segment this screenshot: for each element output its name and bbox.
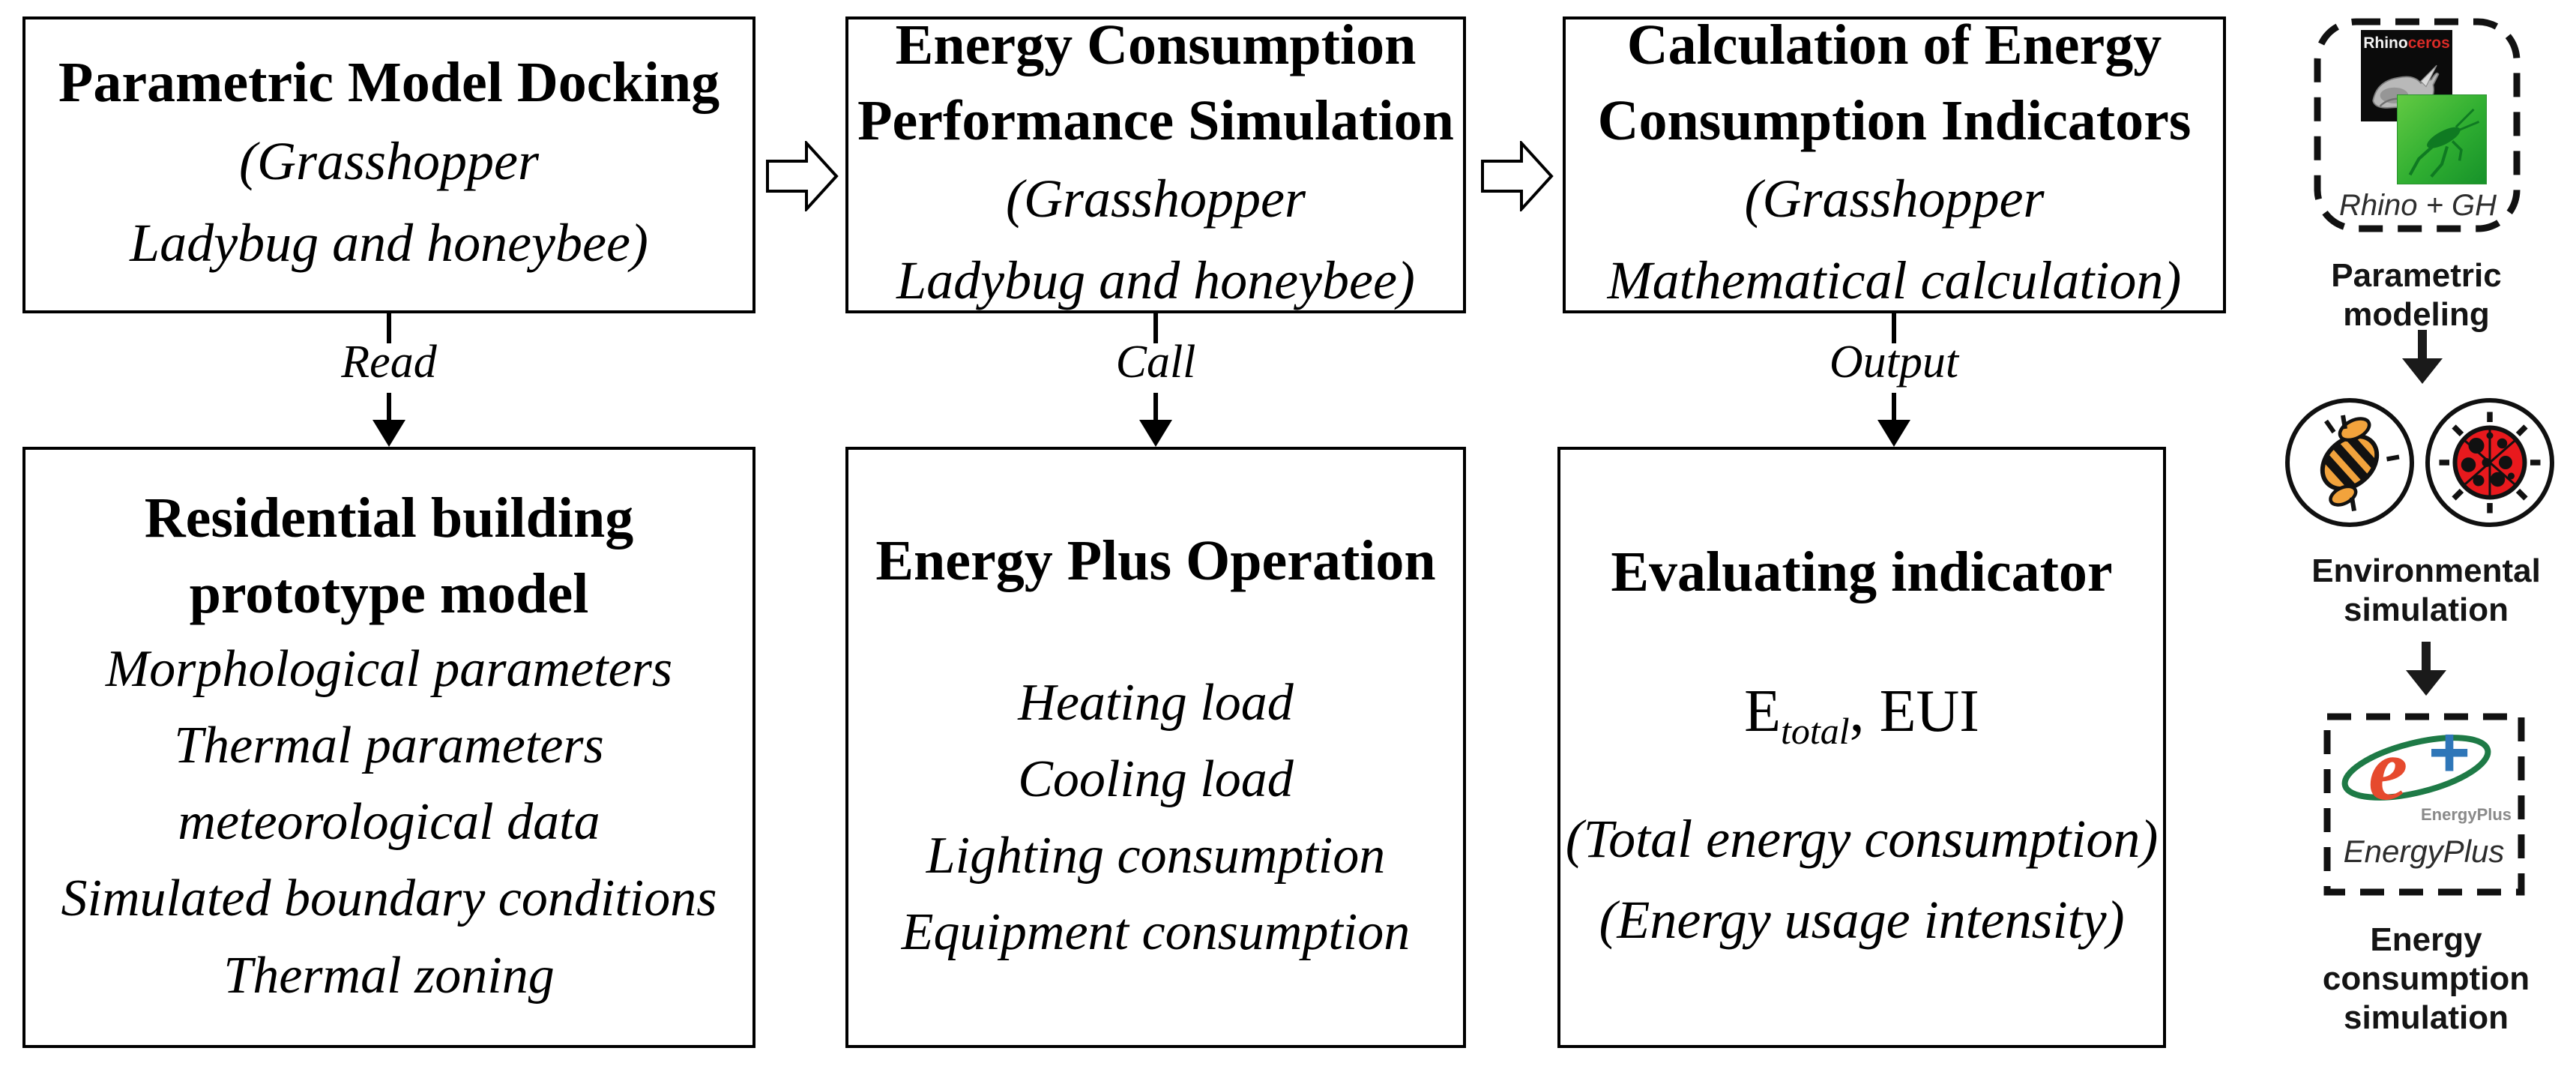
dashed-rounded-frame: [2314, 18, 2521, 232]
box-energy-consumption-performance-simulation: Energy Consumption Performance Simulatio…: [845, 13, 1466, 313]
right-block-arrow-icon: [1481, 141, 1554, 211]
step-label-line: Energy: [2370, 921, 2482, 958]
list-item: (Total energy consumption): [1565, 809, 2159, 870]
connector-stem: [1892, 313, 1896, 343]
connector-stem: [1153, 393, 1158, 424]
box-parametric-model-docking: Parametric Model Docking (Grasshopper La…: [22, 16, 755, 313]
list-item: Equipment consumption: [901, 903, 1411, 962]
energyplus-small-text: EnergyPlus: [2421, 805, 2512, 824]
box-residential-building-prototype-model: Residential building prototype model Mor…: [22, 447, 755, 1048]
step-label-line: consumption: [2322, 960, 2530, 997]
connector-stem: [387, 313, 391, 343]
box-subtitle-line: Ladybug and honeybee): [896, 250, 1415, 311]
box-title-line: prototype model: [189, 561, 589, 625]
step-label-line: simulation: [2343, 591, 2509, 628]
box-title: Energy Plus Operation: [875, 529, 1436, 593]
grasshopper-logo: [2397, 94, 2487, 184]
box-subtitle-line: (Grasshopper: [1005, 168, 1306, 229]
down-arrowhead-icon: [2402, 358, 2443, 384]
grasshopper-icon: [2408, 108, 2480, 178]
down-arrow-icon: [2418, 330, 2427, 361]
rhino-brand-white: Rhino: [2363, 34, 2408, 52]
box-title-line: Consumption Indicators: [1597, 88, 2192, 152]
energyplus-wordmark: EnergyPlus: [2343, 834, 2505, 869]
box-energy-plus-operation: Energy Plus Operation Heating load Cooli…: [845, 447, 1466, 1048]
list-item: (Energy usage intensity): [1599, 890, 2125, 951]
down-arrow-icon: [2422, 642, 2431, 673]
ladybug-badge: [2425, 398, 2554, 527]
formula-subscript: total: [1780, 710, 1850, 753]
box-title: Evaluating indicator: [1611, 540, 2113, 603]
list-item: Lighting consumption: [926, 827, 1386, 885]
energyplus-logo: e + EnergyPlus: [2332, 712, 2515, 828]
box-title-line: Performance Simulation: [857, 88, 1454, 152]
step-label-parametric-modeling: Parametric modeling: [2331, 256, 2501, 334]
ladybug-icon: [2439, 412, 2541, 514]
rhinoceros-brand-text: Rhinoceros: [2363, 35, 2450, 51]
connector-stem: [1153, 313, 1158, 343]
box-title-line: Residential building: [144, 487, 634, 550]
dashed-square-frame: [2323, 713, 2525, 896]
honeybee-badge: [2285, 398, 2414, 527]
list-item: Thermal zoning: [223, 946, 555, 1005]
list-item: Cooling load: [1018, 750, 1294, 808]
list-item: Simulated boundary conditions: [61, 870, 717, 928]
formula-base: E: [1744, 678, 1781, 745]
connector-label-output: Output: [1829, 337, 1959, 388]
box-calculation-of-energy-consumption-indicators: Calculation of Energy Consumption Indica…: [1563, 13, 2226, 313]
box-subtitle-line: Ladybug and honeybee): [130, 213, 648, 274]
list-item: Morphological parameters: [105, 639, 673, 698]
formula-rest: , EUI: [1849, 678, 1979, 745]
step-label-line: modeling: [2343, 295, 2490, 333]
bee-icon: [2315, 415, 2400, 511]
energyplus-e-glyph: e: [2368, 721, 2407, 819]
step-label-line: simulation: [2343, 999, 2509, 1036]
box-evaluating-indicator: Evaluating indicator Etotal, EUI (Total …: [1557, 447, 2166, 1048]
box-title: Parametric Model Docking: [58, 51, 720, 115]
list-item: Heating load: [1018, 673, 1294, 732]
rhino-gh-caption: Rhino + GH: [2338, 189, 2497, 222]
down-arrowhead-icon: [1139, 420, 1172, 447]
rhinoceros-logo: Rhinoceros: [2361, 30, 2452, 121]
rhino-brand-red: ceros: [2407, 34, 2450, 52]
energyplus-emblem-icon: e + EnergyPlus: [2341, 712, 2512, 824]
connector-stem: [387, 393, 391, 424]
box-subtitle-line: (Grasshopper: [1744, 168, 2045, 229]
connector-label-read: Read: [341, 337, 437, 388]
right-block-arrow-icon: [766, 141, 839, 211]
list-item: meteorological data: [178, 793, 600, 852]
energyplus-plus-glyph: +: [2428, 721, 2470, 792]
down-arrowhead-icon: [372, 420, 405, 447]
indicator-formula: Etotal, EUI: [1744, 675, 1979, 753]
down-arrowhead-icon: [1877, 420, 1910, 447]
step-label-line: Environmental: [2311, 552, 2541, 589]
down-arrowhead-icon: [2406, 670, 2446, 696]
box-subtitle-line: Mathematical calculation): [1607, 250, 2182, 311]
box-title-line: Calculation of Energy: [1626, 13, 2162, 77]
box-title-line: Energy Consumption: [895, 13, 1417, 77]
step-label-line: Parametric: [2331, 257, 2502, 294]
step-label-energy-consumption-simulation: Energy consumption simulation: [2323, 921, 2530, 1038]
box-subtitle-line: (Grasshopper: [238, 130, 539, 191]
list-item: Thermal parameters: [174, 717, 604, 775]
connector-stem: [1892, 393, 1896, 424]
step-label-environmental-simulation: Environmental simulation: [2311, 552, 2541, 630]
connector-label-call: Call: [1115, 337, 1196, 388]
